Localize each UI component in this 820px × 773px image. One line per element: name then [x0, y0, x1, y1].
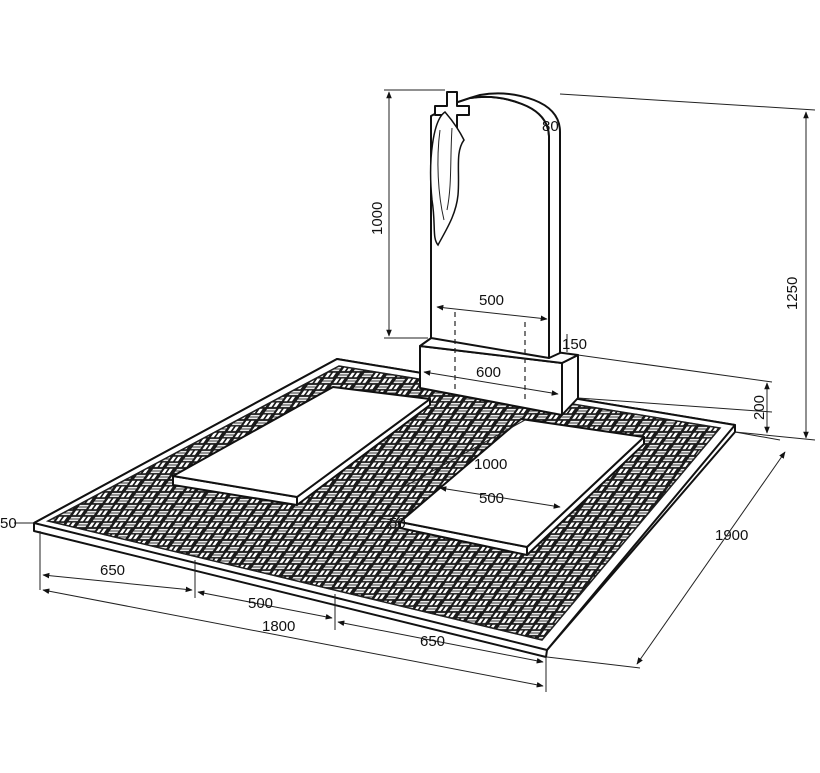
dim-slab-width — [439, 486, 561, 509]
label-stele-height: 1000 — [369, 202, 386, 235]
label-base-height: 200 — [751, 395, 768, 420]
label-stele-thickness: 150 — [562, 336, 587, 353]
label-border-width: 50 — [0, 515, 17, 532]
label-total-height: 1250 — [784, 277, 801, 310]
drape-fold — [437, 129, 445, 221]
dimension-labels: 1000 80 500 150 600 200 1250 1000 500 50… — [0, 118, 801, 650]
label-slab-length: 1000 — [474, 456, 507, 473]
dim-slab-offset — [381, 517, 401, 523]
stele — [429, 91, 561, 402]
ext-line — [734, 431, 816, 441]
label-total-depth: 1900 — [715, 527, 748, 544]
label-top-radius: 80 — [542, 118, 559, 135]
ext-line — [734, 431, 781, 441]
stele-side — [469, 92, 561, 359]
label-left-strip: 650 — [100, 562, 125, 579]
right-slab — [399, 418, 645, 556]
dim-base-width — [423, 370, 559, 396]
drape-icon — [429, 111, 465, 247]
dim-total-width — [42, 588, 544, 688]
drape-fold-2 — [446, 127, 453, 211]
label-slab-offset: 50 — [389, 515, 406, 532]
dim-stele-width — [436, 304, 548, 322]
label-total-width: 1800 — [262, 618, 295, 635]
ext-line — [546, 656, 641, 669]
left-slab — [172, 386, 431, 506]
dim-total-depth — [636, 451, 786, 665]
label-slab-width: 500 — [479, 490, 504, 507]
dim-slab-length — [399, 419, 526, 490]
ext-line — [577, 397, 773, 413]
label-right-strip: 650 — [420, 633, 445, 650]
dimension-lines — [14, 89, 816, 692]
right-slab-top — [399, 418, 645, 548]
ext-line — [559, 93, 816, 111]
dim-left-strip — [42, 572, 193, 593]
ext-line — [577, 354, 773, 383]
label-base-width: 600 — [476, 364, 501, 381]
label-stele-width: 500 — [479, 292, 504, 309]
left-slab-top — [172, 386, 431, 498]
label-middle-strip: 500 — [248, 595, 273, 612]
